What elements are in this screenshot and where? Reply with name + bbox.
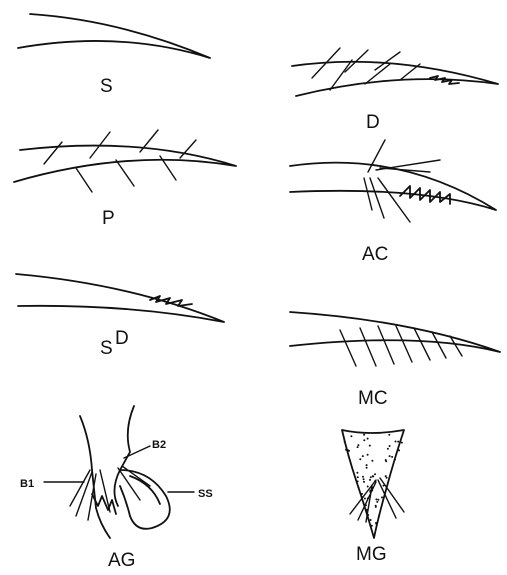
stipple-dot — [371, 460, 373, 462]
panel-ac-label: AC — [362, 244, 388, 265]
stipple-dot — [385, 475, 387, 477]
panel-sd-superscript: D — [115, 328, 129, 349]
panel-s: S — [18, 14, 210, 97]
stipple-dot — [359, 458, 361, 460]
spine-outline — [14, 146, 236, 182]
stipple-dot — [370, 519, 372, 521]
stipple-dot — [356, 472, 358, 474]
stipple-dot — [369, 479, 371, 481]
setae — [364, 140, 440, 222]
stipple-dot — [377, 499, 379, 501]
stipple-dot — [363, 478, 365, 480]
stipple-dot — [357, 486, 359, 488]
callout-b2-line — [124, 446, 150, 458]
panel-d-label: D — [366, 112, 380, 133]
stipple-dot — [398, 449, 400, 451]
stipple-dot — [397, 441, 399, 443]
spine-outline — [16, 274, 224, 322]
stipple-dot — [364, 498, 366, 500]
setae — [312, 48, 420, 90]
spine-outline — [18, 14, 210, 58]
spine-denticles — [150, 296, 192, 306]
panel-ag: B1 B2 SS AG — [20, 406, 213, 571]
stipple-dot — [366, 464, 368, 466]
stipple-dot — [357, 446, 359, 448]
stipple-dot — [375, 522, 377, 524]
stipple-dot — [389, 445, 391, 447]
stipple-dot — [376, 501, 378, 503]
setae — [70, 466, 150, 520]
stipple-dot — [375, 498, 377, 500]
stipple-dot — [363, 439, 365, 441]
stipple-dot — [350, 435, 352, 437]
stipple-dot — [357, 480, 359, 482]
callout-ss: SS — [198, 488, 213, 500]
stipple-dot — [369, 445, 371, 447]
stipple-dot — [370, 476, 372, 478]
stipple-dot — [363, 481, 365, 483]
stipple-dot — [394, 459, 396, 461]
stipple-dot — [378, 515, 380, 517]
stipple-dot — [374, 473, 376, 475]
stipple-dot — [387, 448, 389, 450]
gland-lobe — [120, 470, 170, 529]
panel-mg: MG — [342, 430, 404, 565]
panel-sd-label: S — [100, 338, 113, 359]
stipple-dot — [362, 455, 364, 457]
stipple-dot — [363, 434, 365, 436]
spine-teeth — [400, 186, 450, 204]
stipple-dot — [375, 505, 377, 507]
comb-setae — [340, 326, 462, 366]
stipple-dot — [372, 475, 374, 477]
stipple-dot — [385, 459, 387, 461]
stipple-dot — [389, 455, 391, 457]
stipple-dot — [381, 496, 383, 498]
stipple-dot — [401, 442, 403, 444]
stipple-dot — [395, 441, 397, 443]
stipple-dot — [361, 493, 363, 495]
stipple-dot — [388, 434, 390, 436]
panel-ag-label: AG — [108, 550, 135, 571]
gland-outline-right — [114, 406, 134, 506]
callout-b1: B1 — [20, 478, 34, 490]
stipple-dot — [367, 486, 369, 488]
stipple-dot — [367, 438, 369, 440]
stipple-dot — [345, 449, 347, 451]
stipple-dot — [366, 467, 368, 469]
stipple-dot — [386, 477, 388, 479]
panel-p-label: P — [102, 208, 115, 229]
panel-mc: MC — [290, 312, 500, 409]
stipple-dot — [344, 441, 346, 443]
stipple-dot — [357, 444, 359, 446]
panel-s-label: S — [100, 76, 113, 97]
callout-b2: B2 — [152, 439, 166, 451]
stipple-dot — [391, 456, 393, 458]
stipple-dot — [367, 454, 369, 456]
panel-ac: AC — [290, 140, 496, 265]
stipple-dot — [371, 525, 373, 527]
panel-mg-label: MG — [356, 544, 387, 565]
stipple-dot — [362, 476, 364, 478]
stipple-dot — [357, 476, 359, 478]
panel-mc-label: MC — [358, 388, 388, 409]
panel-sd: S D — [16, 274, 224, 359]
spine-outline — [290, 312, 500, 352]
panel-p: P — [14, 130, 236, 229]
stipple-dot — [347, 449, 349, 451]
panel-d: D — [292, 48, 498, 133]
gland-inner — [130, 476, 160, 504]
